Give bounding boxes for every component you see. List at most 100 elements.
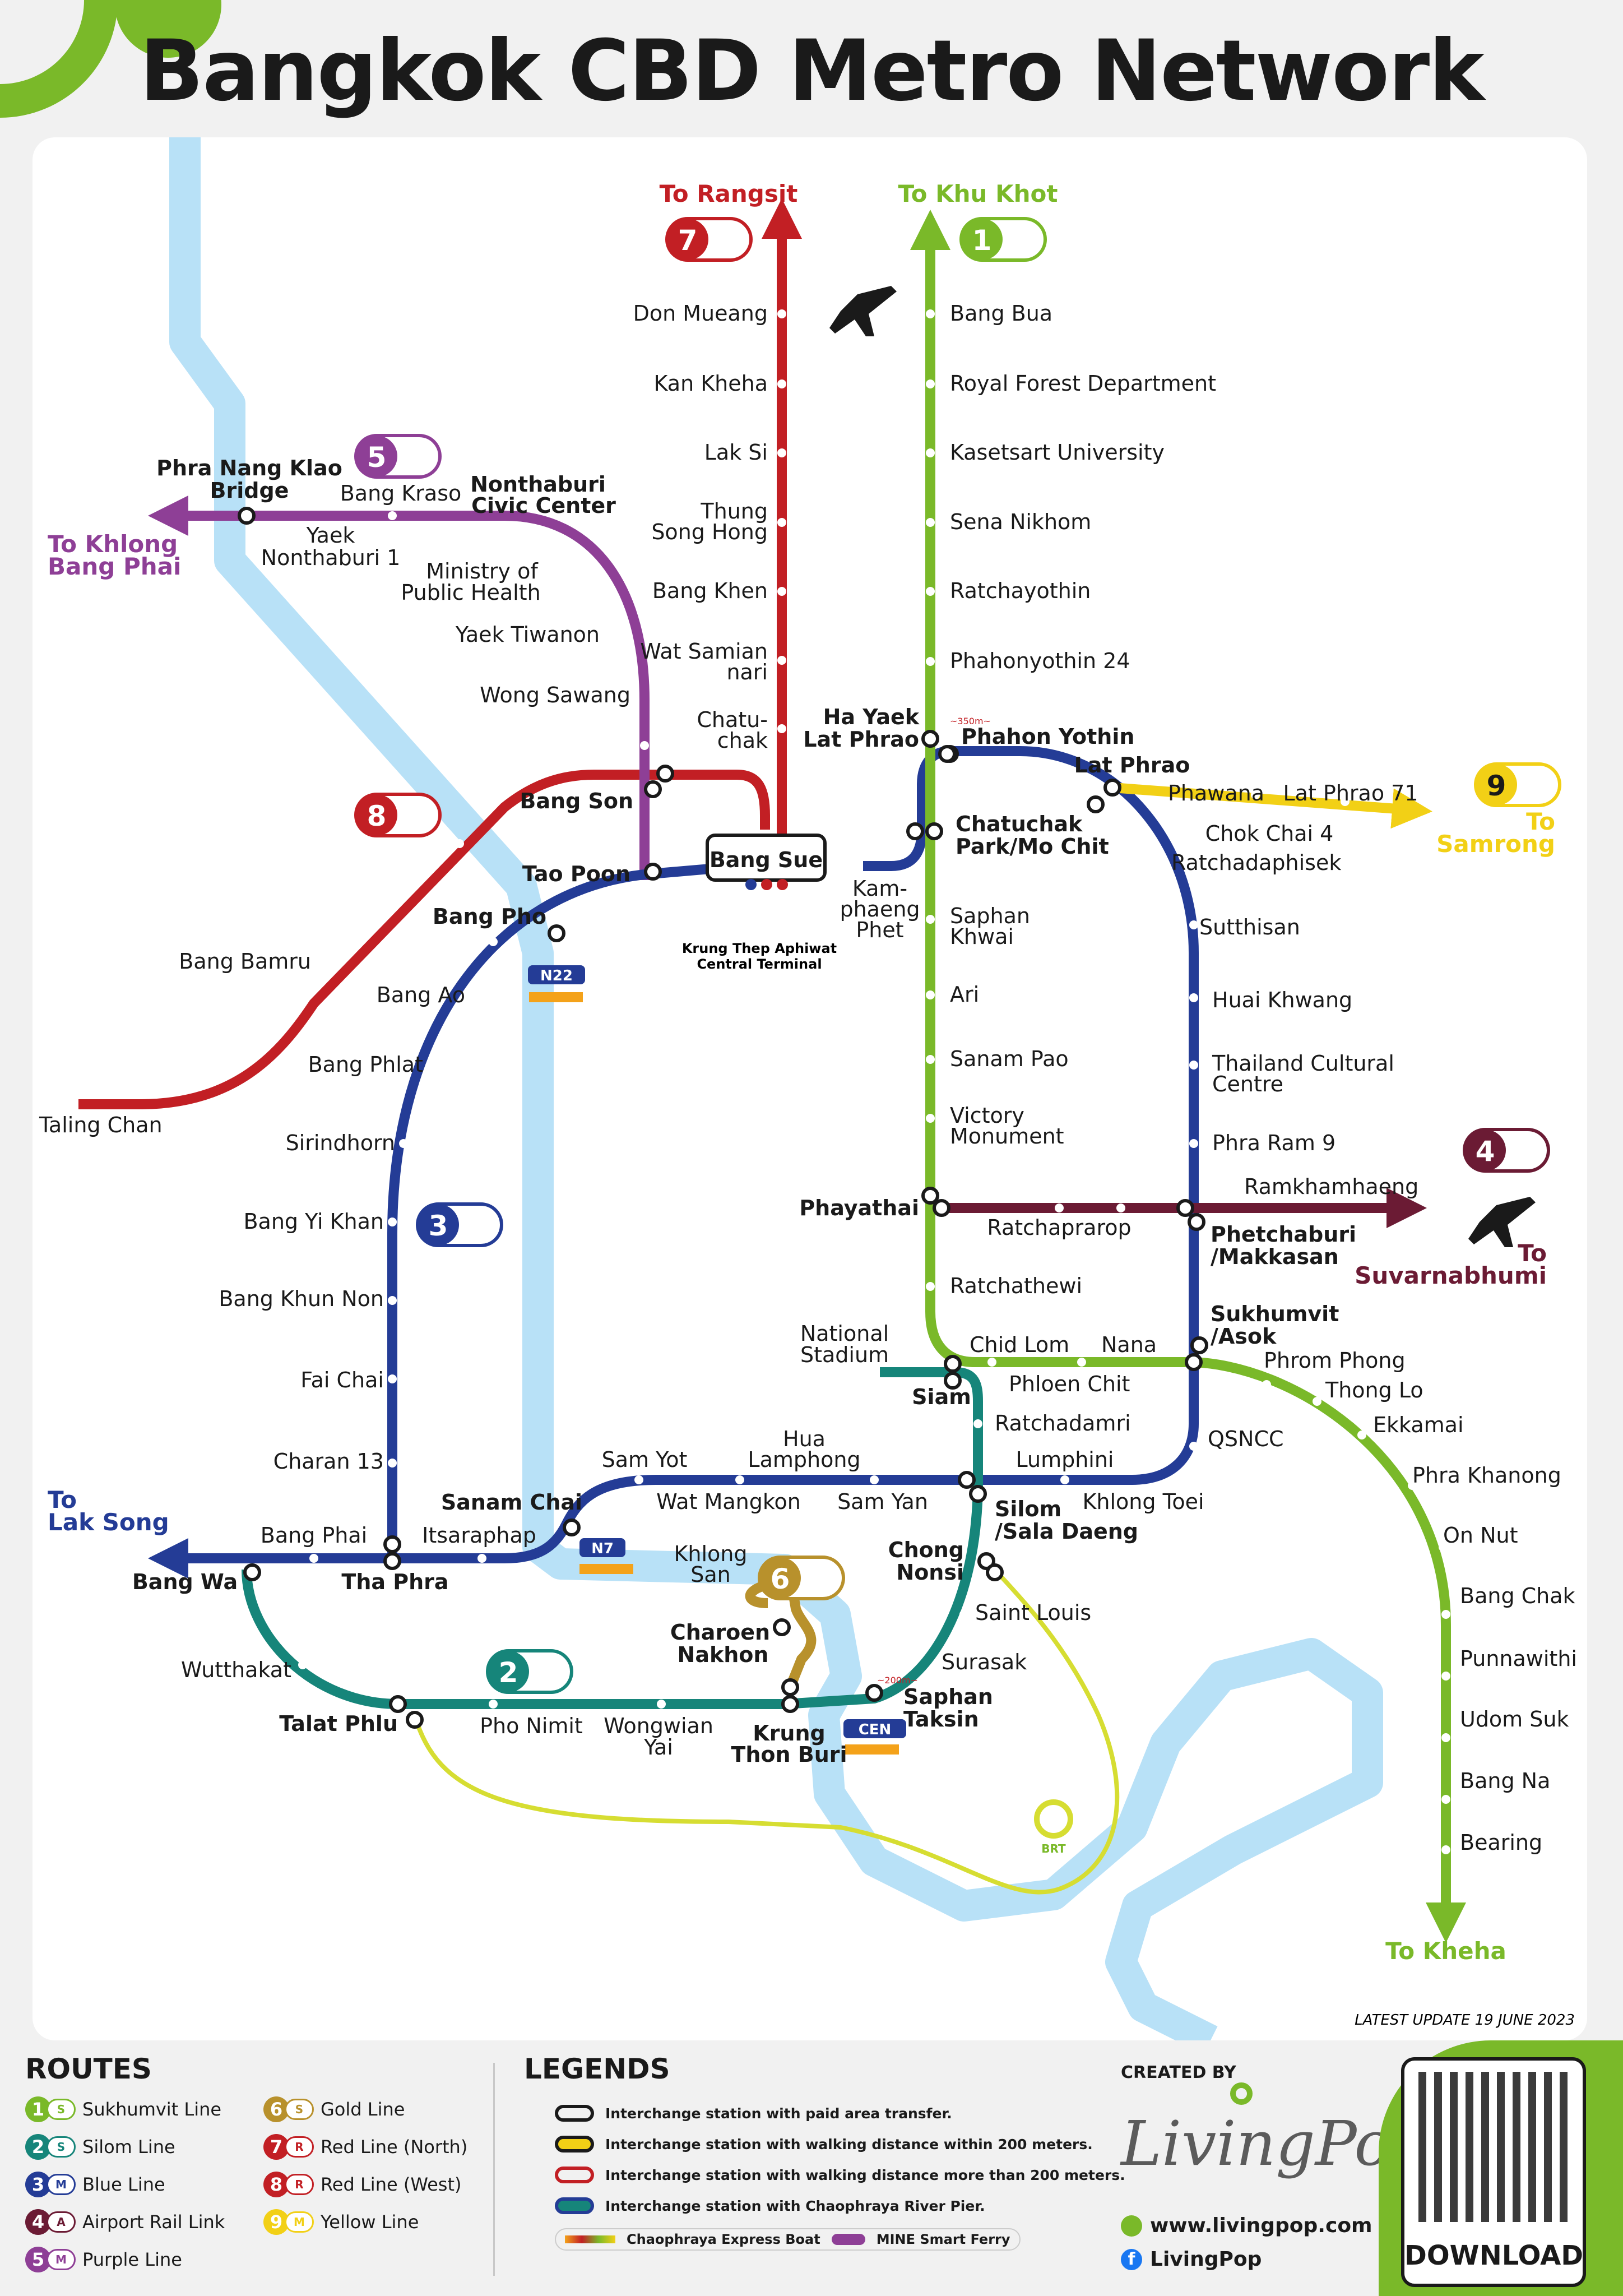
svg-text:Thung: Thung bbox=[700, 499, 768, 524]
map-panel bbox=[33, 137, 1587, 2040]
svg-text:BRT: BRT bbox=[1041, 1842, 1066, 1855]
route-label: Gold Line bbox=[321, 2099, 405, 2120]
svg-text:Tha Phra: Tha Phra bbox=[341, 1570, 448, 1594]
svg-text:Bearing: Bearing bbox=[1460, 1830, 1542, 1855]
corner-decoration bbox=[0, 0, 221, 118]
svg-text:Thailand Cultural: Thailand Cultural bbox=[1212, 1051, 1394, 1076]
svg-text:~200m~: ~200m~ bbox=[877, 1675, 918, 1686]
svg-text:Taling Chan: Taling Chan bbox=[39, 1113, 163, 1137]
svg-text:Bang Bua: Bang Bua bbox=[950, 301, 1052, 326]
svg-text:Phawana: Phawana bbox=[1168, 781, 1264, 806]
svg-text:Lat Phrao 71: Lat Phrao 71 bbox=[1283, 781, 1418, 806]
svg-text:Siam: Siam bbox=[912, 1385, 971, 1409]
svg-text:Sirindhorn: Sirindhorn bbox=[286, 1131, 395, 1155]
svg-text:Ha Yaek: Ha Yaek bbox=[823, 705, 920, 729]
svg-text:Nakhon: Nakhon bbox=[678, 1642, 769, 1667]
svg-text:Wutthakat: Wutthakat bbox=[181, 1658, 291, 1682]
metro-map: 7 1 5 8 9 4 3 2 6 N22 bbox=[33, 137, 1587, 2040]
routes-heading: ROUTES bbox=[25, 2053, 152, 2085]
svg-text:Bang Phai: Bang Phai bbox=[48, 553, 181, 580]
svg-text:Lumphini: Lumphini bbox=[1015, 1447, 1114, 1472]
svg-text:Hua: Hua bbox=[783, 1427, 826, 1451]
qr-card[interactable]: DOWNLOAD bbox=[1401, 2057, 1586, 2287]
svg-text:Monument: Monument bbox=[950, 1124, 1064, 1149]
created-by: CREATED BY bbox=[1121, 2063, 1236, 2082]
chao-phraya-river bbox=[169, 137, 1383, 2040]
svg-text:Nonthaburi 1: Nonthaburi 1 bbox=[261, 545, 401, 570]
line-badge-2: 2 bbox=[486, 1649, 573, 1694]
pier-badge-n7: N7 bbox=[579, 1538, 633, 1574]
svg-text:2: 2 bbox=[499, 1656, 518, 1689]
svg-text:Phra Nang Klao: Phra Nang Klao bbox=[156, 456, 342, 480]
route-label: Airport Rail Link bbox=[82, 2211, 225, 2233]
svg-text:Phahonyothin 24: Phahonyothin 24 bbox=[950, 649, 1130, 673]
svg-text:Bang Phlat: Bang Phlat bbox=[308, 1052, 423, 1077]
svg-text:Lat Phrao: Lat Phrao bbox=[803, 727, 919, 752]
svg-text:Ratchadamri: Ratchadamri bbox=[995, 1411, 1131, 1436]
legend-item: Interchange station with walking distanc… bbox=[555, 2136, 1093, 2152]
svg-text:Stadium: Stadium bbox=[800, 1343, 889, 1367]
corner-arc bbox=[0, 0, 118, 118]
svg-text:Nonsi: Nonsi bbox=[896, 1560, 964, 1585]
pier-badge-n22: N22 bbox=[528, 965, 585, 1002]
svg-text:/Sala Daeng: /Sala Daeng bbox=[995, 1519, 1138, 1544]
svg-text:Sukhumvit: Sukhumvit bbox=[1211, 1302, 1339, 1326]
svg-text:Taksin: Taksin bbox=[903, 1707, 979, 1732]
route-label: Blue Line bbox=[82, 2174, 165, 2195]
divider bbox=[493, 2063, 495, 2276]
svg-text:6: 6 bbox=[771, 1563, 790, 1595]
website-link[interactable]: www.livingpop.com bbox=[1121, 2214, 1372, 2237]
svg-text:phaeng: phaeng bbox=[840, 897, 920, 922]
svg-text:4: 4 bbox=[1476, 1135, 1495, 1168]
svg-text:Huai Khwang: Huai Khwang bbox=[1212, 988, 1352, 1012]
legend-item: Interchange station with Chaophraya Rive… bbox=[555, 2197, 985, 2214]
svg-text:Talat Phlu: Talat Phlu bbox=[279, 1711, 398, 1736]
svg-text:Central Terminal: Central Terminal bbox=[697, 956, 822, 972]
svg-text:Bang Na: Bang Na bbox=[1460, 1769, 1550, 1793]
svg-text:3: 3 bbox=[429, 1210, 448, 1242]
yellow-airport-labels: Lat Phrao Phawana Lat Phrao 71 Chok Chai… bbox=[987, 753, 1418, 1269]
line-badge-6: 6 bbox=[758, 1556, 845, 1600]
svg-text:Lat Phrao: Lat Phrao bbox=[1074, 753, 1190, 777]
svg-text:Charan 13: Charan 13 bbox=[273, 1449, 384, 1474]
svg-text:Chatu-: Chatu- bbox=[697, 707, 768, 732]
svg-text:Ministry of: Ministry of bbox=[426, 559, 539, 584]
legend-item: Interchange station with paid area trans… bbox=[555, 2105, 952, 2122]
svg-text:Phet: Phet bbox=[856, 918, 903, 942]
purple-labels: Phra Nang Klao Bridge Bang Kraso Nonthab… bbox=[156, 456, 837, 972]
svg-text:Chong: Chong bbox=[888, 1538, 964, 1562]
svg-text:5: 5 bbox=[367, 441, 387, 474]
svg-text:Lak Song: Lak Song bbox=[48, 1508, 169, 1536]
line-badge-8: 8 bbox=[354, 793, 442, 837]
station-dots bbox=[298, 309, 1450, 1854]
plane-icon-suvarnabhumi bbox=[1468, 1197, 1536, 1247]
svg-text:Pho Nimit: Pho Nimit bbox=[480, 1714, 583, 1738]
svg-text:Sanam Pao: Sanam Pao bbox=[950, 1047, 1069, 1071]
svg-text:Punnawithi: Punnawithi bbox=[1460, 1646, 1577, 1671]
svg-text:Bang Khen: Bang Khen bbox=[652, 578, 768, 603]
svg-text:Phra Khanong: Phra Khanong bbox=[1412, 1463, 1561, 1488]
svg-text:Phetchaburi: Phetchaburi bbox=[1211, 1222, 1356, 1247]
svg-text:Yaek Tiwanon: Yaek Tiwanon bbox=[455, 622, 600, 647]
dest-rangsit: To Rangsit bbox=[660, 180, 798, 207]
brand-dot-icon bbox=[1230, 2082, 1253, 2105]
qr-code bbox=[1418, 2072, 1569, 2222]
silom-line bbox=[242, 1367, 983, 1709]
svg-text:Nonthaburi: Nonthaburi bbox=[470, 472, 606, 497]
svg-text:Thong Lo: Thong Lo bbox=[1325, 1378, 1423, 1402]
svg-text:Sam Yan: Sam Yan bbox=[837, 1489, 928, 1514]
svg-text:Chid Lom: Chid Lom bbox=[970, 1332, 1069, 1357]
svg-text:Itsaraphap: Itsaraphap bbox=[422, 1523, 536, 1548]
svg-text:National: National bbox=[800, 1321, 889, 1346]
yellow-line bbox=[1112, 783, 1432, 829]
svg-text:Wongwian: Wongwian bbox=[604, 1714, 713, 1738]
